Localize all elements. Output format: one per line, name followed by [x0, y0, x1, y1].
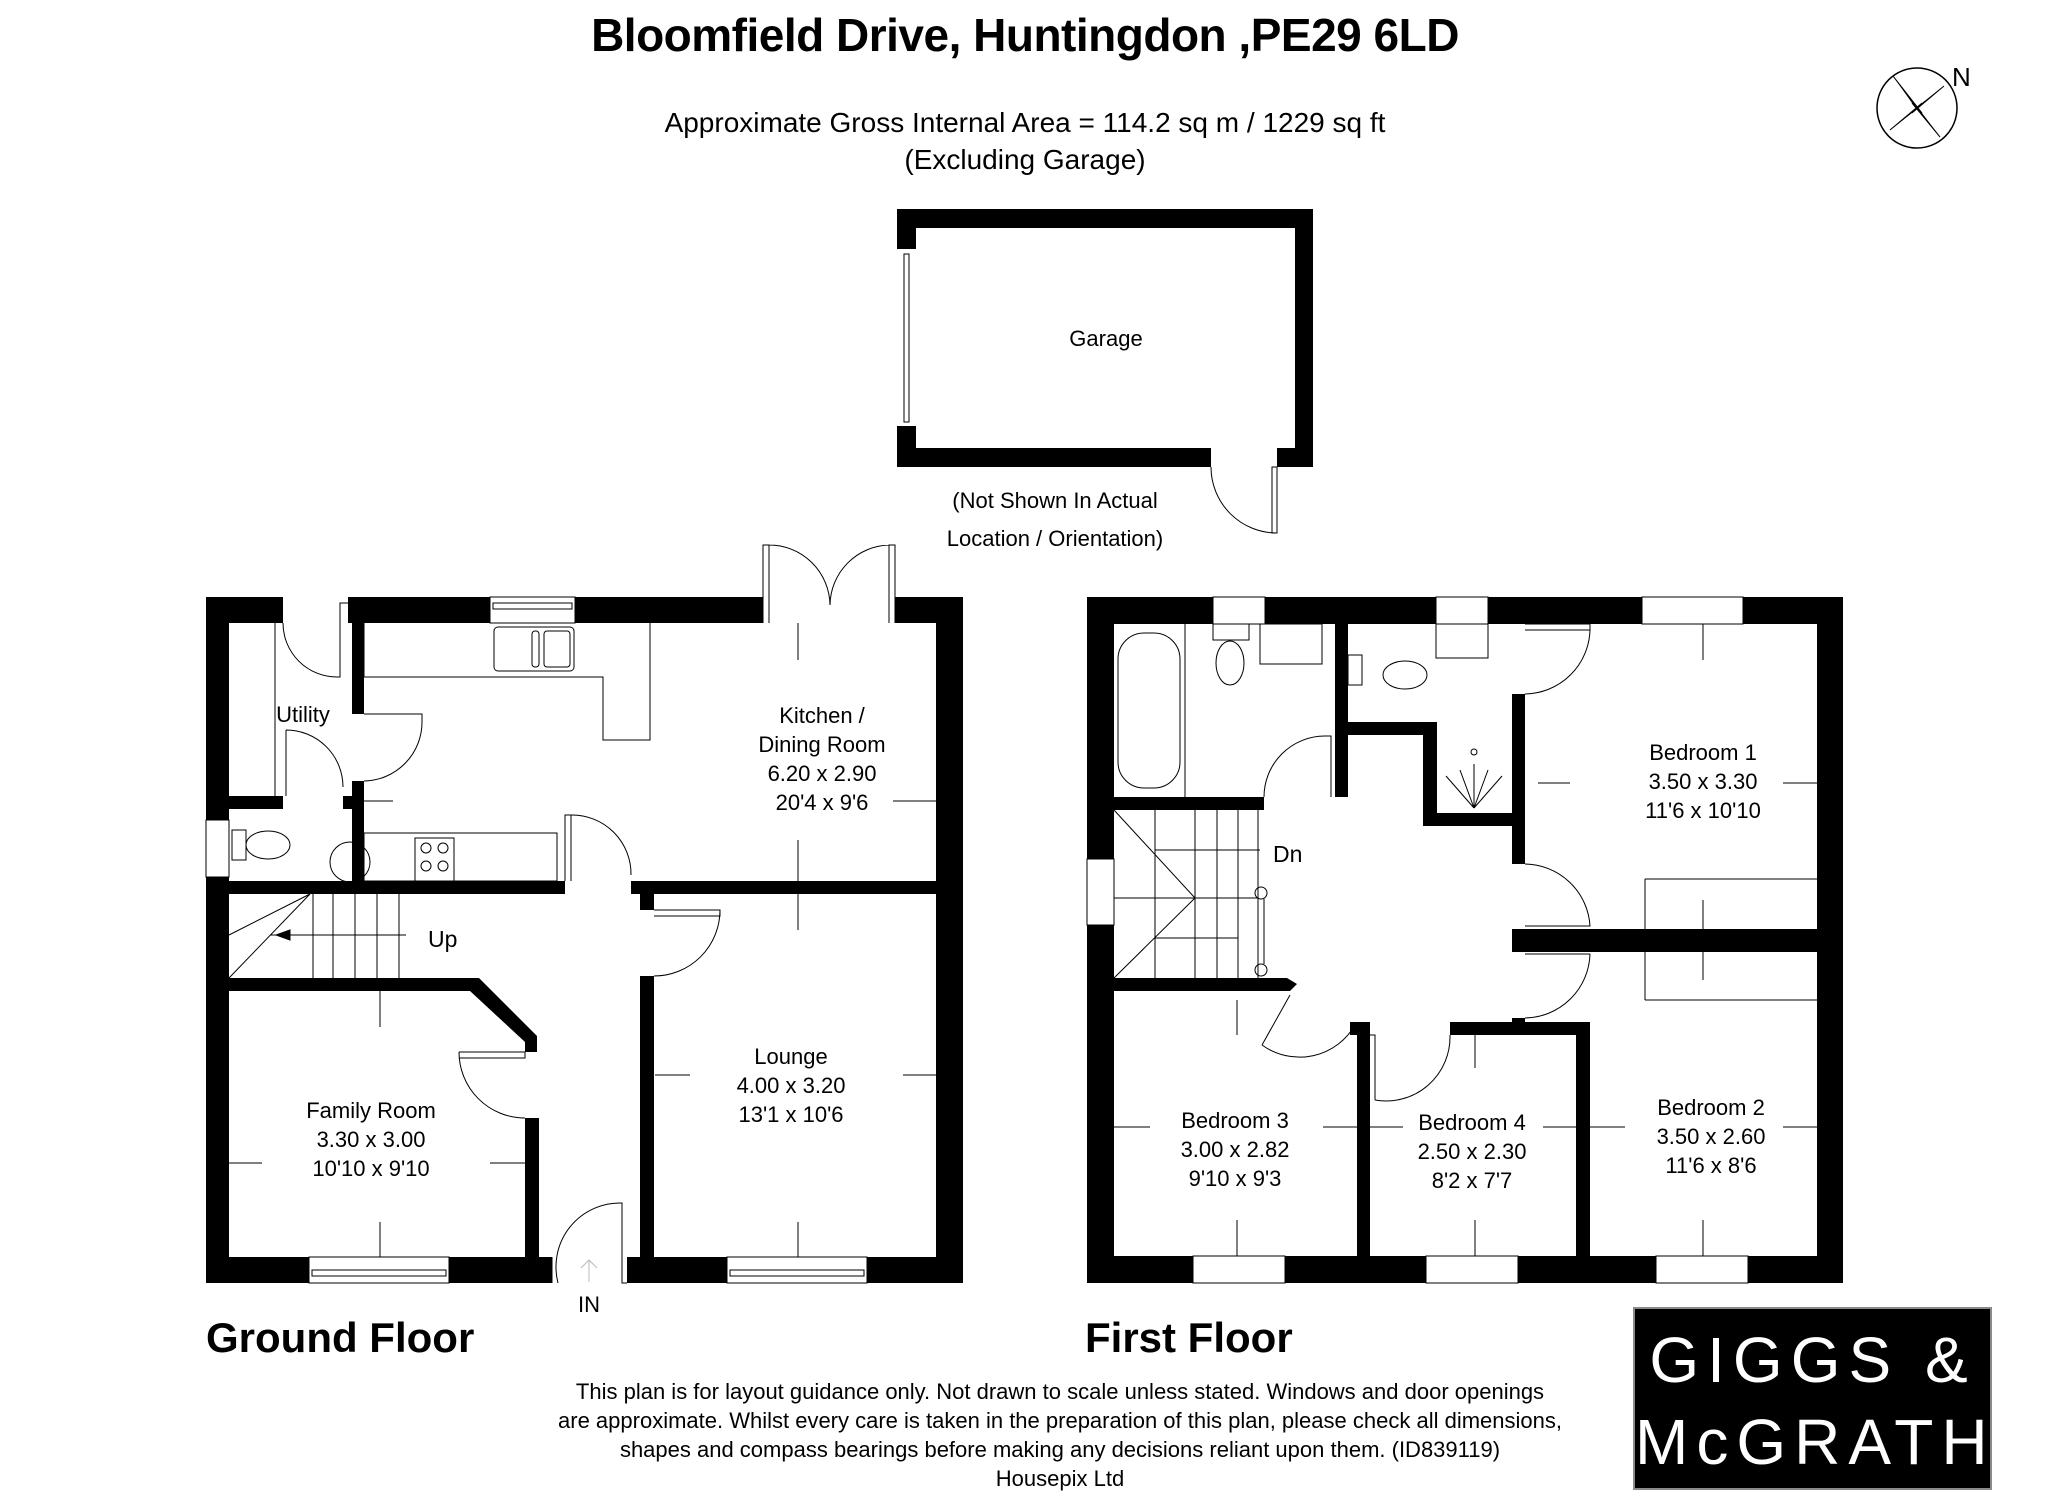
- shower-icon: [1445, 748, 1503, 809]
- room-kitchen-name2: Dining Room: [758, 732, 885, 757]
- room-kitchen-imperial: 20'4 x 9'6: [776, 790, 869, 815]
- bath-icon: [1117, 632, 1181, 789]
- logo-line-1: GIGGS &: [1649, 1324, 1976, 1396]
- toilet-icon: [1215, 640, 1245, 686]
- room-lounge-name: Lounge: [754, 1044, 827, 1069]
- area-line: Approximate Gross Internal Area = 114.2 …: [664, 107, 1386, 138]
- entrance-arrow-icon: [580, 1259, 598, 1282]
- room-family-metric: 3.30 x 3.00: [317, 1127, 426, 1152]
- room-bedroom2-metric: 3.50 x 2.60: [1657, 1124, 1766, 1149]
- basin-icon: [329, 841, 371, 883]
- first-floor-heading: First Floor: [1085, 1314, 1293, 1361]
- room-bedroom2-imperial: 11'6 x 8'6: [1665, 1153, 1756, 1178]
- room-bedroom1-metric: 3.50 x 3.30: [1649, 769, 1758, 794]
- plan-title: Bloomfield Drive, Huntingdon ,PE29 6LD: [591, 9, 1459, 61]
- ground-floor-fixtures: [228, 544, 936, 1284]
- credit-line: Housepix Ltd: [995, 1466, 1125, 1491]
- agent-logo: GIGGS & McGRATH: [1633, 1307, 1992, 1490]
- room-lounge-imperial: 13'1 x 10'6: [738, 1102, 843, 1127]
- disclaimer-line-1: This plan is for layout guidance only. N…: [575, 1379, 1545, 1404]
- compass-rose-icon: N: [1876, 62, 1971, 149]
- logo-line-2: McGRATH: [1635, 1406, 1996, 1478]
- ground-floor-walls: [205, 596, 963, 1284]
- room-bedroom2-name: Bedroom 2: [1657, 1095, 1765, 1120]
- room-lounge-metric: 4.00 x 3.20: [737, 1073, 846, 1098]
- disclaimer-line-2: are approximate. Whilst every care is ta…: [558, 1408, 1562, 1433]
- room-utility-name: Utility: [276, 702, 330, 727]
- room-bedroom1-imperial: 11'6 x 10'10: [1645, 798, 1761, 823]
- room-kitchen-name: Kitchen /: [779, 703, 865, 728]
- first-floor-labels: Dn Bedroom 1 3.50 x 3.30 11'6 x 10'10 Be…: [1181, 740, 1766, 1193]
- ground-floor-heading: Ground Floor: [206, 1314, 475, 1361]
- area-note: (Excluding Garage): [904, 144, 1146, 175]
- room-bedroom3-metric: 3.00 x 2.82: [1181, 1137, 1290, 1162]
- basin-icon: [1435, 623, 1489, 659]
- room-bedroom3-name: Bedroom 3: [1181, 1108, 1289, 1133]
- garage-note-line2: Location / Orientation): [947, 526, 1163, 551]
- room-kitchen-metric: 6.20 x 2.90: [768, 761, 877, 786]
- basin-icon: [1259, 623, 1323, 665]
- garage-label: Garage: [1069, 326, 1142, 351]
- disclaimer-line-3: shapes and compass bearings before makin…: [619, 1437, 1501, 1462]
- compass-north-label: N: [1952, 62, 1971, 92]
- entrance-label: IN: [578, 1292, 600, 1317]
- sink-icon: [493, 626, 575, 672]
- room-bedroom3-imperial: 9'10 x 9'3: [1189, 1166, 1282, 1191]
- toilet-icon: [1382, 660, 1428, 690]
- hob-icon: [414, 837, 455, 882]
- room-family-name: Family Room: [306, 1098, 436, 1123]
- gross-area-text: Approximate Gross Internal Area = 114.2 …: [0, 104, 2048, 178]
- room-bedroom4-metric: 2.50 x 2.30: [1418, 1139, 1527, 1164]
- garage-plan: Garage (Not Shown In Actual Location / O…: [897, 209, 1313, 551]
- room-family-imperial: 10'10 x 9'10: [312, 1156, 429, 1181]
- stairs-up-label: Up: [428, 926, 457, 952]
- toilet-icon: [245, 830, 291, 860]
- disclaimer-text: This plan is for layout guidance only. N…: [440, 1377, 1680, 1493]
- room-bedroom4-imperial: 8'2 x 7'7: [1432, 1168, 1513, 1193]
- garage-note-line1: (Not Shown In Actual: [952, 488, 1157, 513]
- first-floor-walls: [1086, 596, 1843, 1284]
- room-bedroom4-name: Bedroom 4: [1418, 1110, 1526, 1135]
- stairs-down-label: Dn: [1273, 841, 1302, 867]
- first-floor-fixtures: [1113, 623, 1817, 1256]
- ground-floor-labels: Utility Up Kitchen / Dining Room 6.20 x …: [276, 702, 885, 1317]
- room-bedroom1-name: Bedroom 1: [1649, 740, 1757, 765]
